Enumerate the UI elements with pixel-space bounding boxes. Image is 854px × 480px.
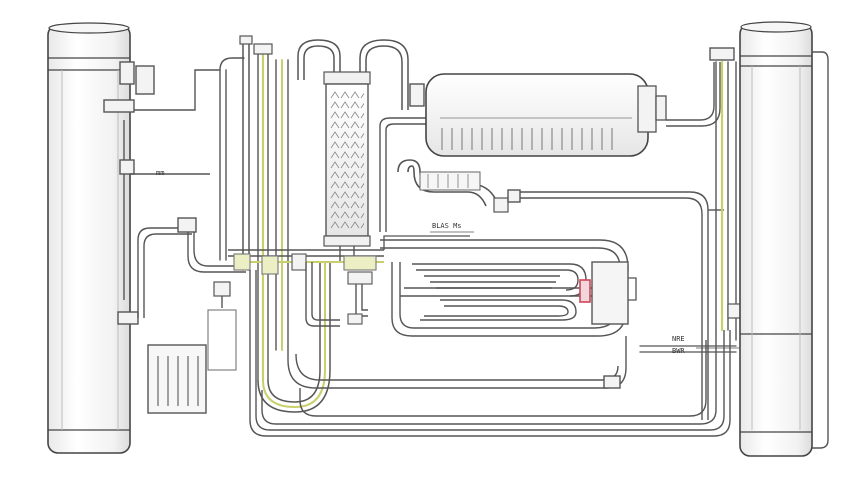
right-tall-tank: [739, 21, 829, 457]
center-tag-label: BLAS Ms: [432, 222, 462, 230]
left-tall-tank: [47, 22, 131, 454]
horizontal-cylinder-tank: [425, 73, 667, 157]
tank-right-pipe: [666, 47, 735, 127]
left-bottom-block: [147, 281, 237, 414]
lower-return-loops: [249, 270, 731, 437]
exchanger-outlet-pipe: [379, 83, 426, 232]
left-side-fittings: [103, 61, 246, 325]
heat-exchanger: [297, 39, 409, 262]
left-tag-label: mm: [156, 169, 164, 177]
main-headers: [228, 235, 470, 327]
middle-curved-duct: [397, 159, 509, 213]
right-tag-label-2: BWR: [672, 347, 685, 355]
vertical-risers: [219, 35, 289, 382]
pump-box: [579, 261, 637, 325]
u-loop-lower: [257, 262, 331, 413]
right-tag-label-1: NRE: [672, 335, 685, 343]
